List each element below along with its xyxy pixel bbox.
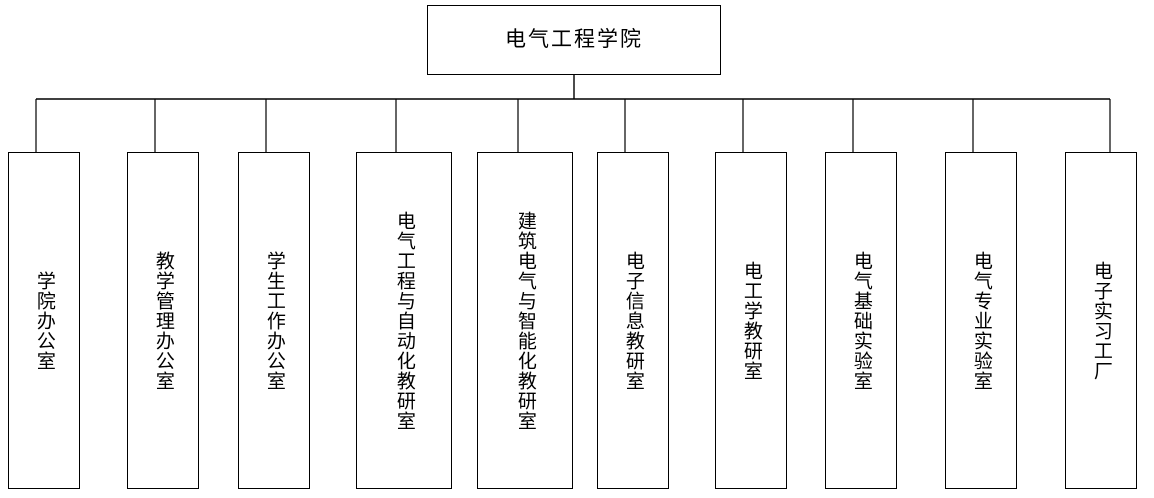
child-node-10-label: 电子实习工厂 [1090,260,1113,381]
child-node-9: 电气专业实验室 [945,152,1017,489]
root-node: 电气工程学院 [427,5,721,75]
root-node-label: 电气工程学院 [505,27,643,52]
child-node-3: 学生工作办公室 [238,152,310,489]
child-node-2: 教学管理办公室 [127,152,199,489]
child-node-1: 学院办公室 [8,152,80,489]
child-node-5-label: 建筑电气与智能化教研室 [514,210,537,431]
child-node-6-label: 电子信息教研室 [622,250,645,391]
child-node-2-label: 教学管理办公室 [152,250,175,391]
child-node-8-label: 电气基础实验室 [850,250,873,391]
child-node-5: 建筑电气与智能化教研室 [477,152,573,489]
child-node-10: 电子实习工厂 [1065,152,1137,489]
child-node-4: 电气工程与自动化教研室 [356,152,452,489]
child-node-3-label: 学生工作办公室 [263,250,286,391]
child-node-9-label: 电气专业实验室 [970,250,993,391]
child-node-8: 电气基础实验室 [825,152,897,489]
child-node-7-label: 电工学教研室 [740,260,763,381]
child-node-1-label: 学院办公室 [33,270,56,371]
child-node-6: 电子信息教研室 [597,152,669,489]
child-node-4-label: 电气工程与自动化教研室 [393,210,416,431]
child-node-7: 电工学教研室 [715,152,787,489]
